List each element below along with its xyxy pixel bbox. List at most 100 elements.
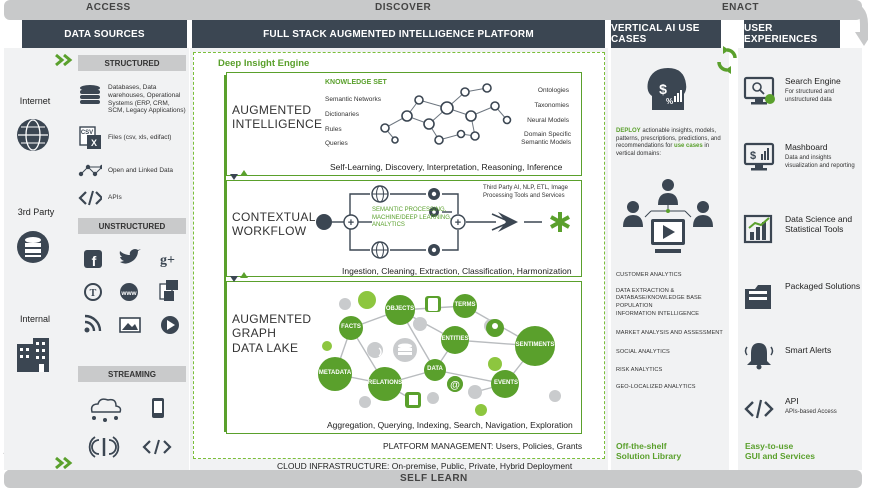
header-ux: USER EXPERIENCES [744, 20, 840, 48]
phase-enact: ENACT [722, 2, 759, 13]
ux-title: Data Science and Statistical Tools [785, 214, 853, 235]
augmented-intelligence-title: AUGMENTED INTELLIGENCE [232, 103, 322, 132]
twitter-icon [119, 249, 141, 264]
unstructured-header: UNSTRUCTURED [78, 218, 186, 234]
use-case-item: SOCIAL ANALYTICS [616, 349, 670, 355]
structured-item-files: X CSV Files (csv, xls, edifact) [78, 126, 186, 152]
source-internet-label: Internet [19, 96, 51, 106]
node-label: TERMS [454, 302, 476, 308]
node-label: METADATA [318, 370, 352, 376]
streaming-header: STREAMING [78, 366, 186, 382]
phase-access: ACCESS [86, 2, 131, 13]
ux-title: Mashboard [785, 142, 828, 152]
ks-right-term: Taxonomies [534, 102, 569, 109]
code-icon [744, 399, 774, 419]
use-case-item: GEO-LOCALIZED ANALYTICS [616, 384, 696, 390]
svg-text:g+: g+ [160, 253, 175, 268]
node-events [491, 370, 519, 398]
ux-subtitle: APIs-based Access [785, 409, 837, 416]
merge-plus-icon [343, 214, 359, 230]
news-icon: T [84, 283, 102, 301]
ux-title: Search Engine [785, 76, 841, 86]
at-icon: @ [447, 376, 463, 392]
dashboard-icon: $ [743, 142, 775, 171]
updown-arrows-icon [230, 170, 248, 180]
mobile-icon [152, 398, 164, 418]
structured-item-label: Databases, Data warehouses, Operational … [108, 84, 186, 115]
augmented-intelligence-block [226, 72, 582, 176]
ks-right-term: Neural Models [527, 117, 569, 124]
code-icon [142, 439, 172, 455]
merge-plus-icon [450, 214, 466, 230]
third-party-label: Third Party AI, NLP, ETL, Image Processi… [483, 185, 568, 199]
phase-bar-top [4, 0, 862, 20]
use-case-item: INFORMATION INTELLIGENCE [616, 311, 700, 317]
updown-arrows-icon [230, 272, 248, 282]
node-label: EVENTS [493, 380, 518, 386]
title-line: AUGMENTED [232, 103, 312, 117]
mobile-icon [428, 298, 438, 311]
node-label: ENTITIES [441, 336, 469, 342]
footer-line: GUI and Services [745, 451, 815, 462]
svg-text:%: % [666, 97, 673, 106]
globe-icon [17, 119, 49, 151]
statistics-icon [743, 214, 773, 244]
svg-text:+: + [455, 217, 461, 229]
wireless-icon [88, 436, 120, 458]
structured-item-databases: Databases, Data warehouses, Operational … [78, 84, 186, 115]
source-internal-label: Internal [19, 314, 51, 324]
title-line: INTELLIGENCE [232, 117, 323, 132]
vertical-column [611, 48, 729, 470]
footer-line: Off-the-shelf [616, 441, 667, 451]
knowledge-set-label: KNOWLEDGE SET [325, 79, 387, 86]
vertical-footer: Off-the-shelf Solution Library [616, 441, 681, 461]
db-icon [398, 343, 412, 355]
node-label: FACTS [341, 324, 361, 330]
ux-smart-alerts: Smart Alerts [743, 339, 861, 371]
contextual-workflow-title: CONTEXTUAL WORKFLOW [232, 210, 316, 239]
code-icon [78, 190, 102, 206]
node-sentiments [515, 326, 555, 366]
streaming-icons [88, 398, 172, 458]
title-line: DATA LAKE [232, 340, 299, 355]
cloud-infrastructure: CLOUD INFRASTRUCTURE: On-premise, Public… [277, 461, 573, 471]
gear-icon [428, 244, 440, 256]
node-label: DATA [427, 366, 443, 372]
merge-arrows-icon [491, 212, 518, 232]
unstructured-icons: f g+ T www [84, 249, 179, 334]
ux-title: Smart Alerts [785, 345, 832, 355]
loop-arrow-icon [847, 2, 868, 46]
ux-subtitle: Data and insights visualization and repo… [785, 155, 855, 169]
svg-text:$: $ [659, 81, 667, 97]
chevrons-bottom-icon [55, 456, 73, 470]
ks-right-term: Domain Specific Semantic Models [521, 131, 571, 147]
ux-title: Packaged Solutions [785, 281, 861, 291]
deploy-text: DEPLOY actionable insights, models, patt… [616, 128, 726, 158]
node-metadata [318, 357, 352, 391]
node-facts [339, 316, 363, 340]
graph-lake-diagram: @ [318, 291, 561, 416]
svg-text:T: T [90, 288, 97, 299]
engine-title: Deep Insight Engine [218, 58, 310, 69]
globe-small-icon [371, 185, 389, 203]
use-case-item: RISK ANALYTICS [616, 367, 663, 373]
footer-line: Easy-to-use [745, 441, 794, 451]
contextual-workflow-footer: Ingestion, Cleaning, Extraction, Classif… [342, 266, 572, 276]
svg-text:f: f [92, 253, 97, 269]
graph-data-lake-title: AUGMENTED GRAPH DATA LAKE [232, 312, 311, 355]
ks-left-term: Dictionaries [325, 111, 359, 118]
node-relations [368, 367, 402, 401]
use-case-item: CUSTOMER ANALYTICS [616, 272, 682, 278]
source-third-party-label: 3rd Party [17, 207, 55, 217]
workflow-diagram: + + [316, 185, 570, 259]
chart-icon [487, 366, 503, 378]
header-data-sources: DATA SOURCES [22, 20, 187, 48]
google-plus-icon: g+ [160, 253, 175, 268]
csv-text: CSV [81, 130, 93, 136]
use-case-item: DATA EXTRACTION & DATABASE/KNOWLEDGE BAS… [616, 288, 702, 309]
header-platform: FULL STACK AUGMENTED INTELLIGENCE PLATFO… [192, 20, 605, 48]
